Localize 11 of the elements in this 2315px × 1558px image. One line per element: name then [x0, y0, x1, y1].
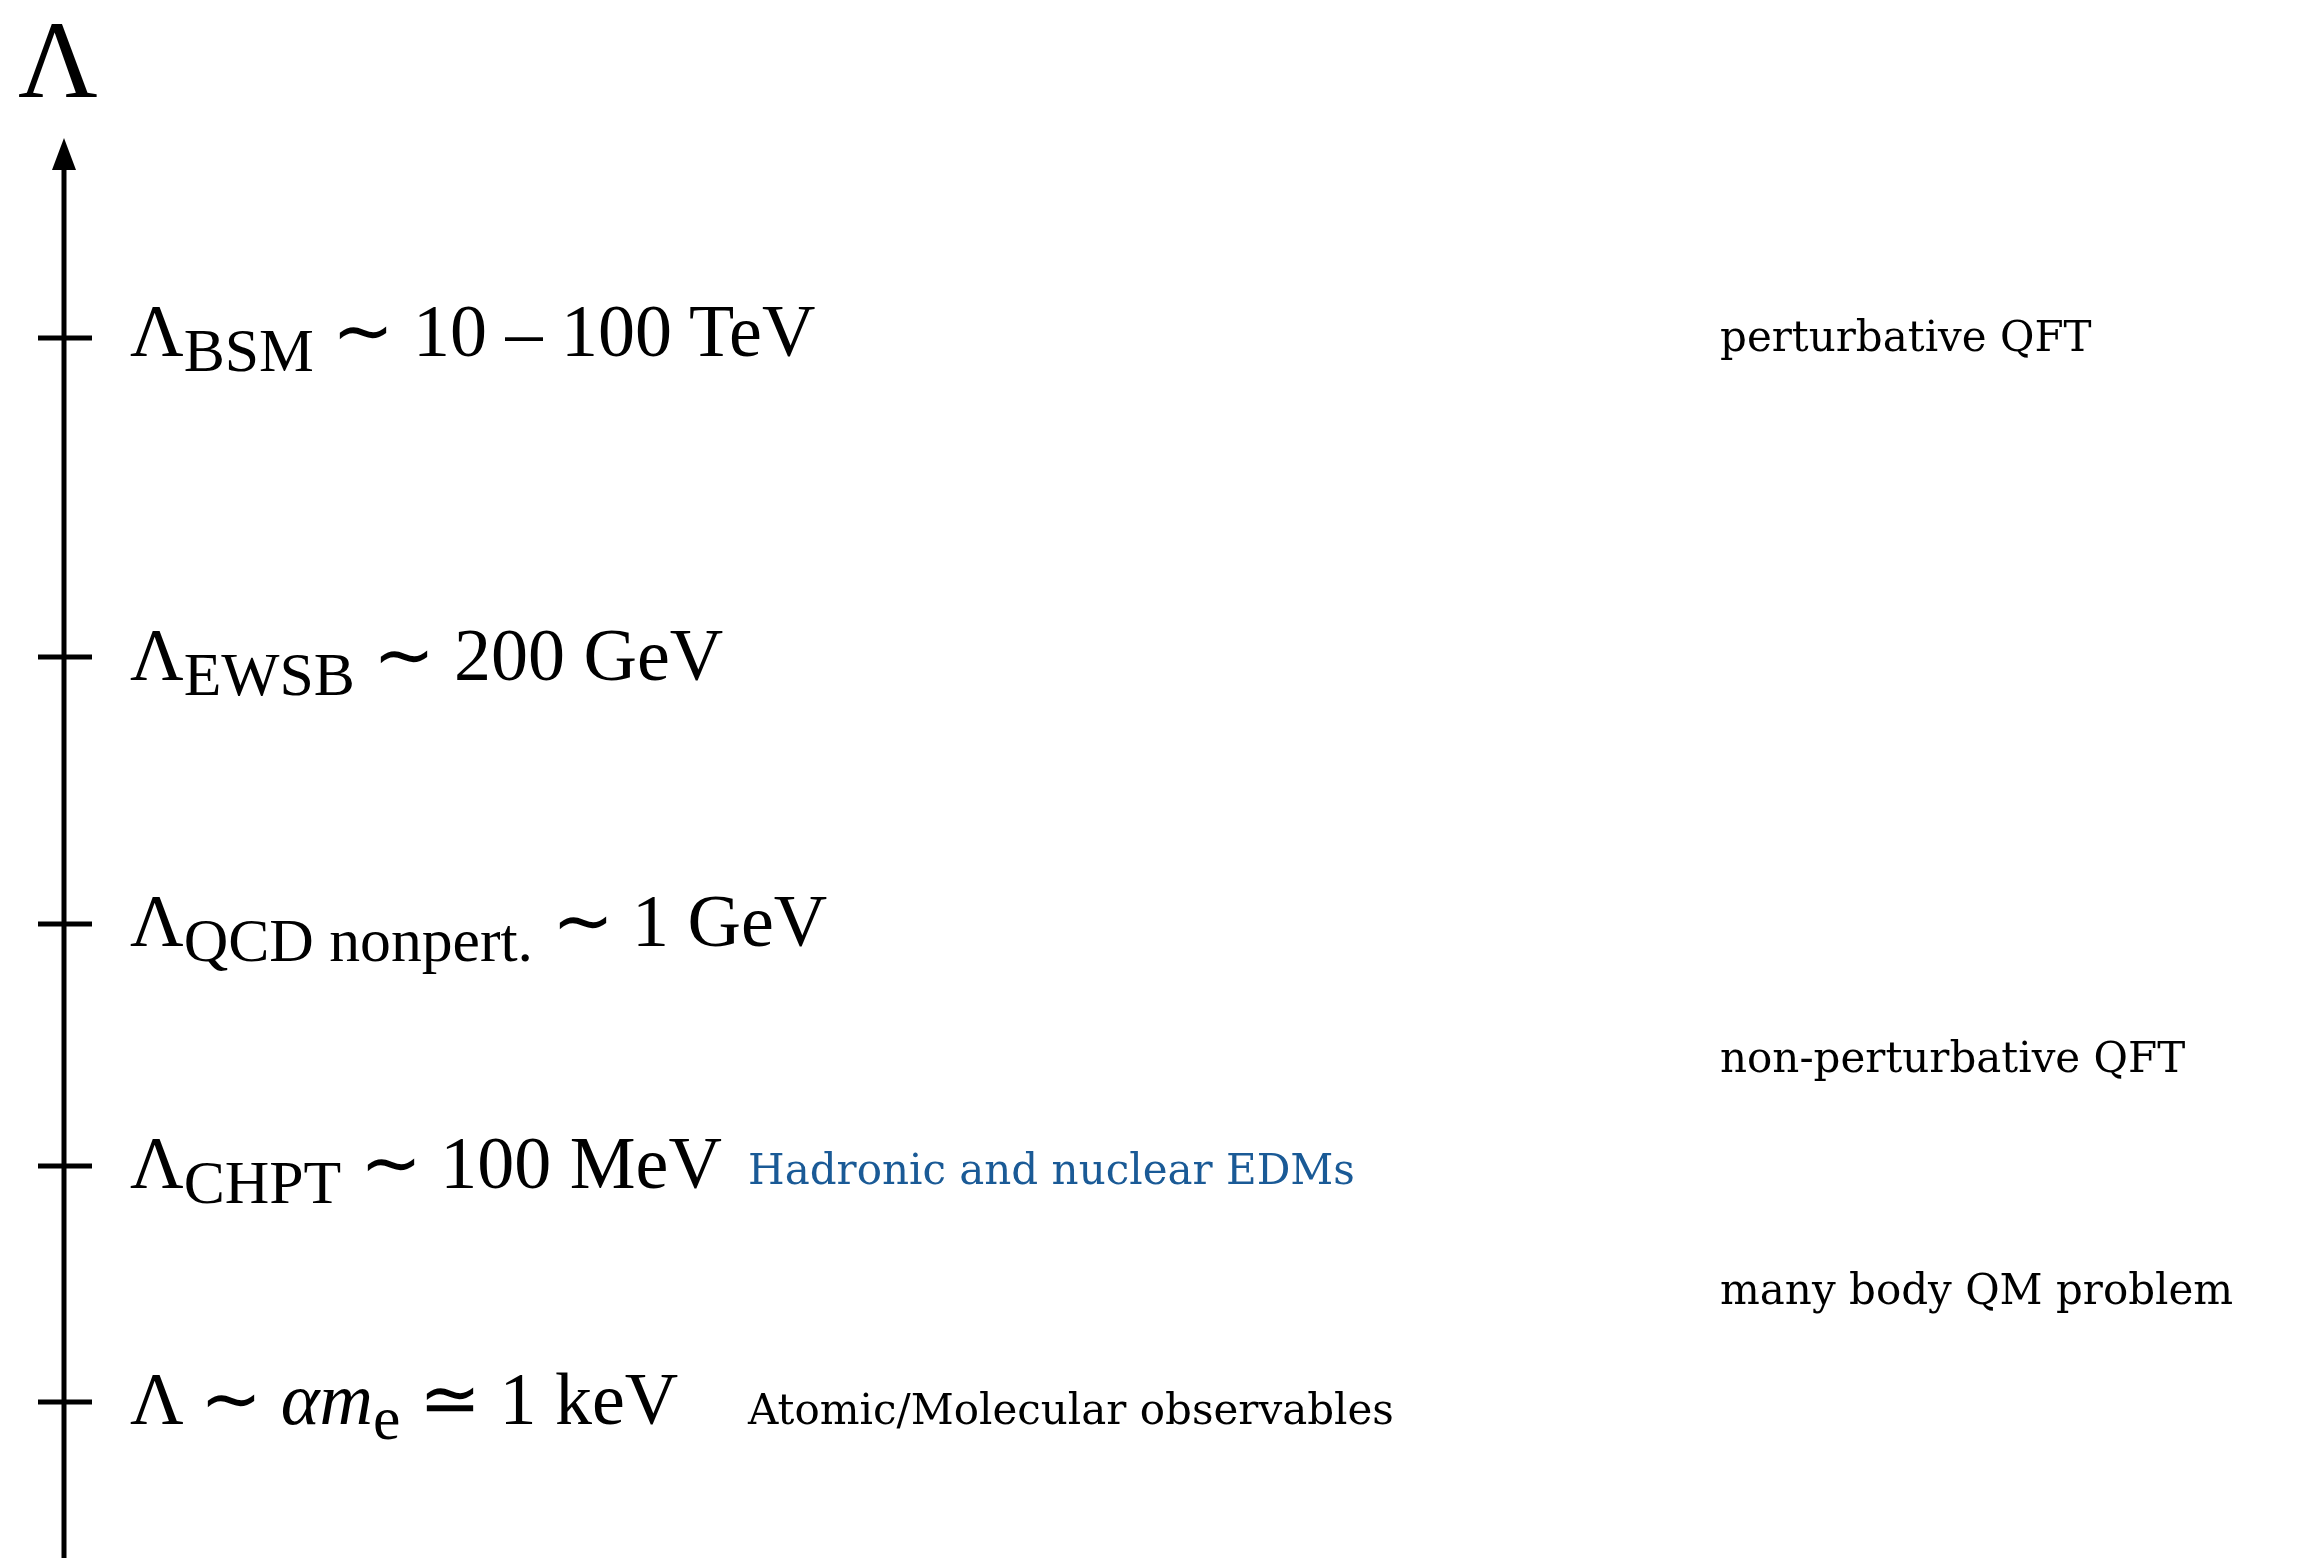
energy-scale-label: Λ ∼ αm$_{e}$ ≃ 1 keV	[130, 1358, 679, 1454]
axis-label: Λ	[18, 0, 98, 121]
observable-label: Atomic/Molecular observables	[748, 1386, 1394, 1434]
energy-scale-label: Λ$_{QCD nonpert.}$ ∼ 1 GeV	[130, 880, 828, 976]
energy-scale-label: Λ$_{BSM}$ ∼ 10 – 100 TeV	[130, 290, 816, 386]
regime-label: perturbative QFT	[1720, 313, 2092, 361]
energy-scale-label: Λ$_{CHPT}$ ∼ 100 MeV	[130, 1122, 722, 1218]
observable-label: Hadronic and nuclear EDMs	[748, 1146, 1355, 1194]
regime-label: many body QM problem	[1720, 1266, 2234, 1314]
regime-label: non-perturbative QFT	[1720, 1034, 2186, 1082]
energy-scale-label: Λ$_{EWSB}$ ∼ 200 GeV	[130, 614, 724, 710]
